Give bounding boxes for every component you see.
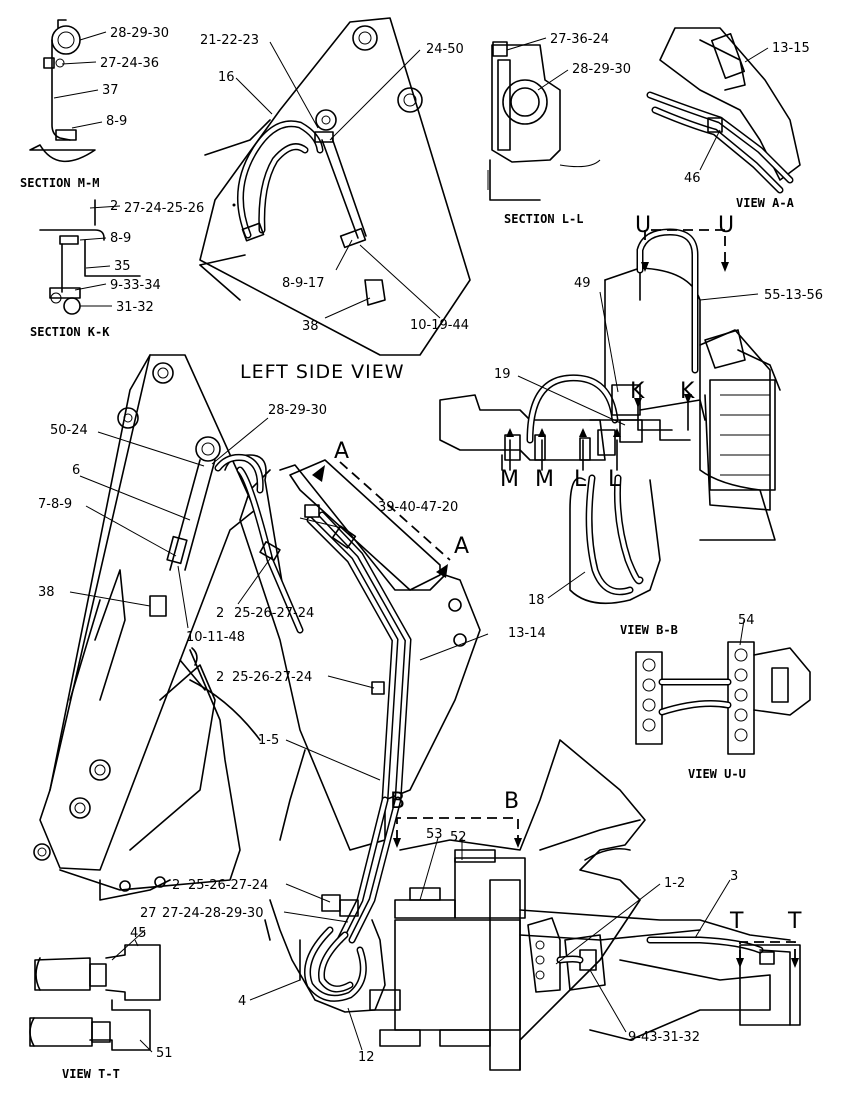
left-side-view-title: LEFT SIDE VIEW (240, 361, 405, 383)
section-letter-k1: K (630, 379, 645, 404)
callout: 38 (302, 319, 319, 334)
callout: 28-29-30 (110, 26, 169, 41)
callout: 24-50 (426, 42, 464, 57)
callout: 51 (156, 1046, 173, 1061)
callout: 25-26-27-24 (188, 878, 268, 893)
callout: 55-13-56 (764, 288, 823, 303)
view-tt-drawing (29, 939, 161, 1053)
callout: 54 (738, 613, 755, 628)
callout: 53 (426, 827, 443, 842)
callout: 19 (494, 367, 511, 382)
view-tt-title: VIEW T-T (62, 1067, 120, 1081)
callout: 2 (216, 670, 224, 685)
callout: 45 (130, 926, 147, 941)
callout: 12 (358, 1050, 375, 1065)
callout: 46 (684, 171, 701, 186)
callout: 7-8-9 (38, 497, 72, 512)
callout: 27-36-24 (550, 32, 609, 47)
section-letter-m2: M (535, 467, 554, 492)
callout: 21-22-23 (200, 33, 259, 48)
section-letter-m1: M (500, 467, 519, 492)
section-ll-title: SECTION L-L (504, 212, 583, 226)
callout: 25-26-27-24 (232, 670, 312, 685)
callout: 37 (102, 83, 119, 98)
section-letter-b2: B (504, 789, 519, 814)
callout: 1-2 (664, 876, 685, 891)
callout: 27 (140, 906, 157, 921)
section-letter-a1: A (334, 439, 349, 464)
callout: 13-15 (772, 41, 810, 56)
callout: 8-9 (106, 114, 127, 129)
callout: 1-5 (258, 733, 279, 748)
section-letter-b1: B (390, 789, 405, 814)
section-kk-title: SECTION K-K (30, 325, 110, 339)
section-mm-title: SECTION M-M (20, 176, 99, 190)
callout: 4 (238, 994, 246, 1009)
callout: 38 (38, 585, 55, 600)
callout: 8-9 (110, 231, 131, 246)
callout: 16 (218, 70, 235, 85)
main-machine-drawing (33, 354, 801, 1071)
view-uu-title: VIEW U-U (688, 767, 746, 781)
callout: 27-24-25-26 (124, 201, 204, 216)
callout: 6 (72, 463, 80, 478)
callout: 18 (528, 593, 545, 608)
callout: 13-14 (508, 626, 546, 641)
view-bb-drawing (439, 228, 781, 605)
callout: 8-9-17 (282, 276, 324, 291)
callout: 25-26-27-24 (234, 606, 314, 621)
section-letter-u2: U (718, 213, 734, 238)
callout: 39-40-47-20 (378, 500, 458, 515)
callout: 2 (216, 606, 224, 621)
section-mm-drawing (29, 19, 107, 163)
callout: 52 (450, 830, 467, 845)
view-uu-drawing (635, 619, 811, 755)
callout: 27-24-36 (100, 56, 159, 71)
section-letter-t2: T (787, 909, 802, 934)
callout: 27-24-28-29-30 (162, 906, 263, 921)
section-kk-drawing (39, 199, 141, 315)
callout: 9-33-34 (110, 278, 161, 293)
view-aa-title: VIEW A-A (736, 196, 795, 210)
section-letter-u1: U (635, 213, 651, 238)
callout: 10-11-48 (186, 630, 245, 645)
section-letter-t1: T (729, 909, 744, 934)
view-aa-drawing (646, 27, 801, 194)
section-letter-k2: K (680, 379, 695, 404)
callout: 9-43-31-32 (628, 1030, 700, 1045)
callout: 3 (730, 869, 738, 884)
callout: 28-29-30 (268, 403, 327, 418)
section-ll-drawing (487, 37, 601, 201)
section-letter-l2: L (608, 467, 621, 492)
callout: 50-24 (50, 423, 88, 438)
callout: 31-32 (116, 300, 154, 315)
callout: 2 (172, 878, 180, 893)
callout: 28-29-30 (572, 62, 631, 77)
view-bb-title: VIEW B-B (620, 623, 678, 637)
section-letter-a2: A (454, 534, 469, 559)
section-letter-l1: L (574, 467, 587, 492)
callout: 35 (114, 259, 131, 274)
stick-detail-drawing (199, 17, 471, 356)
callout: 2 (110, 199, 118, 214)
callout: 10-19-44 (410, 318, 469, 333)
callout: 49 (574, 276, 591, 291)
